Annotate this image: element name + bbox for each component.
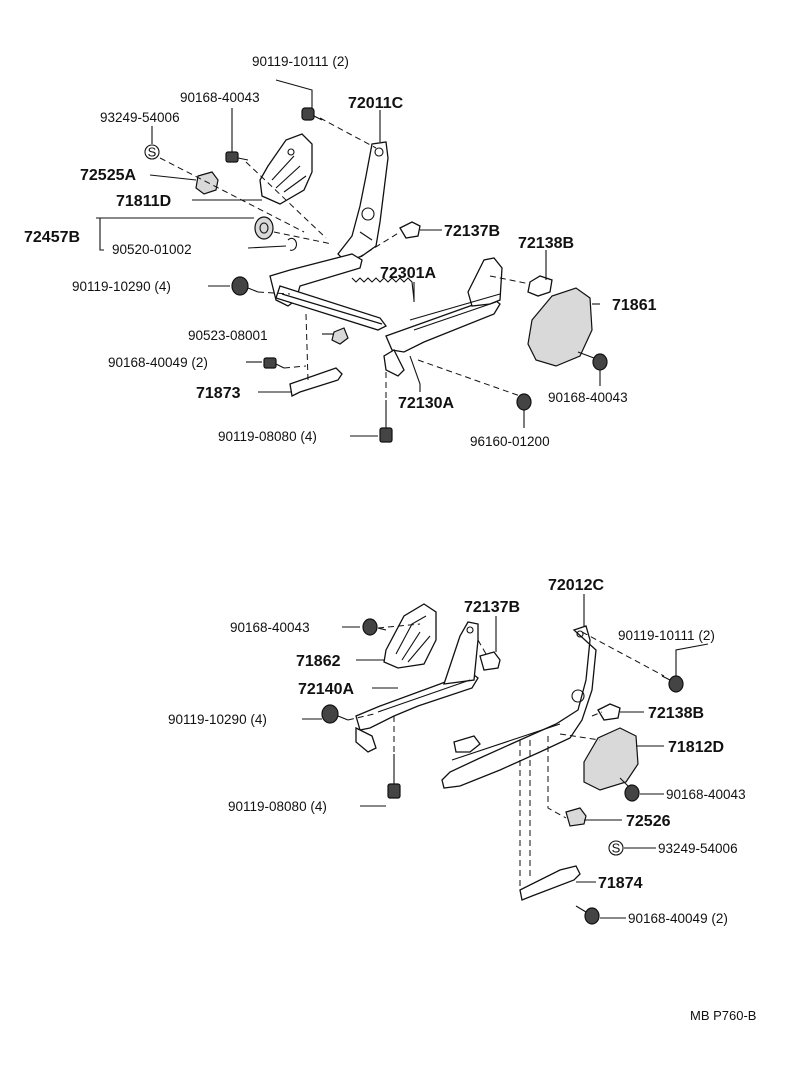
part-71811d-cover [259, 133, 313, 205]
label-90520-01002: 90520-01002 [112, 242, 192, 257]
upper-assembly: S [24, 54, 657, 449]
label-90119-10290: 90119-10290 (4) [72, 279, 171, 294]
part-90523-08001-clip [331, 327, 349, 345]
label-90119-10111-lower: 90119-10111 (2) [618, 628, 715, 643]
part-90168-40049-bolt [263, 357, 285, 369]
s-symbol-lower: S [612, 841, 621, 856]
label-90119-08080-lower: 90119-08080 (4) [228, 799, 327, 814]
label-90168-40043: 90168-40043 [180, 90, 260, 105]
s-symbol: S [148, 145, 157, 160]
part-71873-bracket [289, 367, 343, 397]
part-90119-10290-bolt [231, 276, 259, 296]
label-72457b: 72457B [24, 229, 80, 246]
part-71812d-cover [583, 727, 639, 791]
label-72526: 72526 [626, 813, 671, 830]
part-90168-40043-bolt [225, 132, 249, 163]
lower-assembly: S [168, 577, 746, 926]
part-90119-10111-bolt-lower [661, 675, 684, 693]
label-71861: 71861 [612, 297, 657, 314]
diagram-code: MB P760-B [690, 1008, 756, 1023]
part-93249-54006-clip-lower [608, 840, 624, 856]
part-72138b-cap [527, 275, 553, 297]
label-90119-08080: 90119-08080 (4) [218, 429, 317, 444]
label-90523-08001: 90523-08001 [188, 328, 268, 343]
label-96160-01200: 96160-01200 [470, 434, 550, 449]
label-90119-10111: 90119-10111 (2) [252, 54, 349, 69]
part-90119-08080-bolt [379, 400, 393, 443]
label-71811d: 71811D [116, 193, 171, 210]
part-71862-cover [383, 603, 437, 669]
part-90168-40043-bolt-lower [362, 618, 387, 636]
label-90168-40043-lower: 90168-40043 [230, 620, 310, 635]
label-72138b-lower: 72138B [648, 705, 704, 722]
part-72301a-spring [351, 277, 415, 301]
part-90119-08080-bolt-lower [387, 754, 401, 799]
part-71874-bracket [519, 865, 581, 901]
part-90119-10290-bolt-lower [321, 704, 349, 724]
part-72137b-cap-lower [479, 651, 501, 671]
label-90168-40049: 90168-40049 (2) [108, 355, 208, 370]
label-93249-54006-lower: 93249-54006 [658, 841, 738, 856]
part-72011c-recliner-arm [337, 141, 389, 263]
label-71874: 71874 [598, 875, 643, 892]
label-93249-54006: 93249-54006 [100, 110, 180, 125]
label-90119-10290-lower: 90119-10290 (4) [168, 712, 267, 727]
label-72137b-lower: 72137B [464, 599, 520, 616]
label-72012c: 72012C [548, 577, 604, 594]
part-72138b-cap-lower [597, 703, 621, 721]
part-90119-10111-bolt [301, 107, 323, 121]
label-72525a: 72525A [80, 167, 136, 184]
label-71862: 71862 [296, 653, 341, 670]
label-72140a: 72140A [298, 681, 354, 698]
part-90520-01002-ring [287, 237, 298, 251]
part-96160-01200-nut [516, 393, 532, 411]
label-71812d: 71812D [668, 739, 724, 756]
part-90168-40049-bolt-lower [575, 905, 600, 925]
part-90168-40043-bolt-lower-right [619, 777, 640, 802]
part-72525a-spacer [195, 171, 219, 195]
part-72012c-recliner-frame [441, 625, 597, 789]
part-72457b-bushing [254, 216, 274, 240]
part-90168-40043-bolt-right [577, 351, 608, 371]
part-72526-spacer [565, 807, 587, 827]
label-90168-40043-lower-right: 90168-40043 [666, 787, 746, 802]
part-72137b-cap [399, 221, 421, 239]
label-90168-40043-right: 90168-40043 [548, 390, 628, 405]
part-93249-54006-clip [144, 144, 160, 160]
label-90168-40049-lower: 90168-40049 (2) [628, 911, 728, 926]
label-72011c: 72011C [348, 95, 404, 112]
label-72138b: 72138B [518, 235, 574, 252]
label-72137b: 72137B [444, 223, 500, 240]
part-71861-cover [527, 287, 593, 367]
label-72301a: 72301A [380, 265, 436, 282]
part-72130a-rail [275, 285, 387, 331]
part-72140a-seat-track [355, 671, 479, 731]
label-71873: 71873 [196, 385, 241, 402]
label-72130a: 72130A [398, 395, 454, 412]
